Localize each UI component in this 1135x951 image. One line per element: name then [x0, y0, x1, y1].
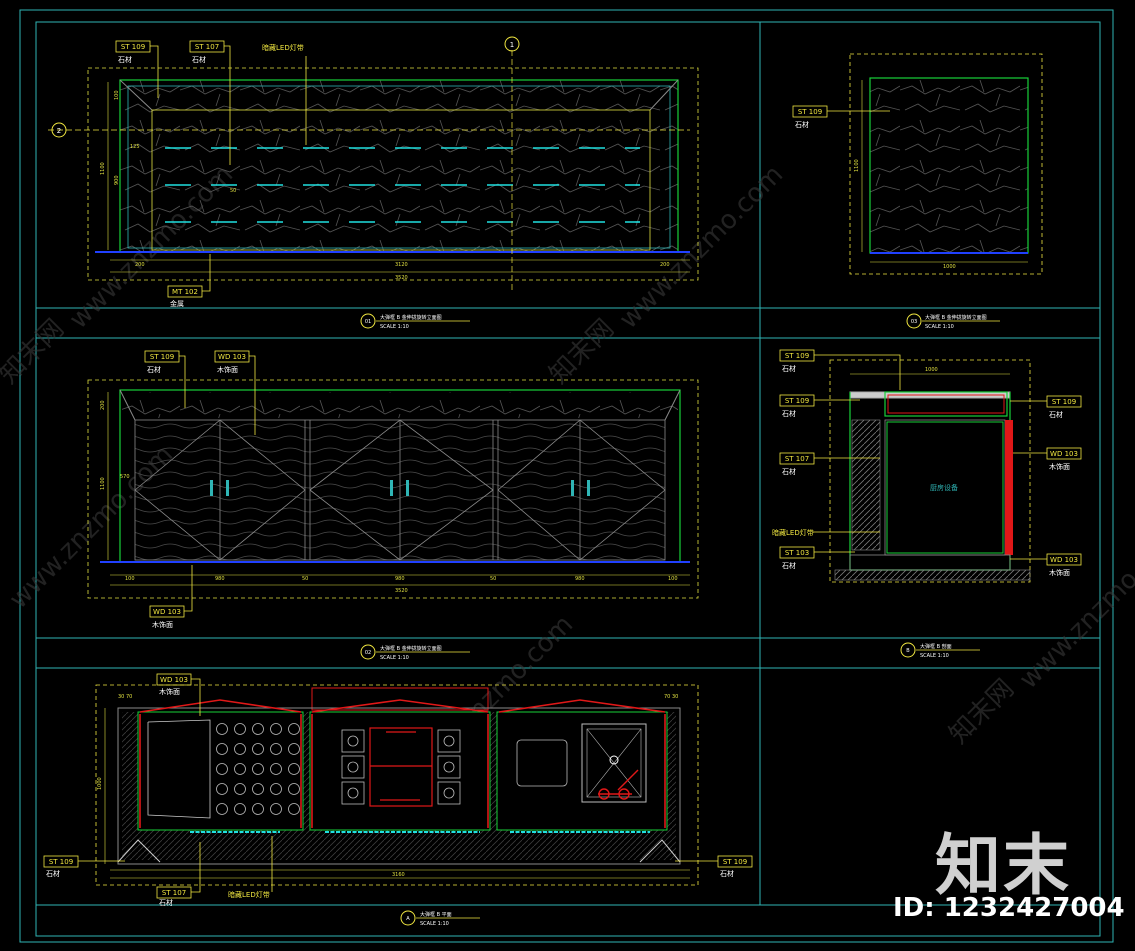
- dim-text: 1000: [943, 264, 956, 270]
- drawing-number: 02: [365, 650, 371, 656]
- dim-text: 1000: [97, 777, 103, 790]
- image-id-label: ID: 1232427004: [893, 893, 1125, 923]
- material-tag: WD 103: [218, 353, 246, 361]
- material-label: 石材: [795, 120, 809, 129]
- material-tag: ST 107: [785, 455, 809, 463]
- material-tag: ST 109: [121, 43, 145, 51]
- dim-text: 980: [575, 576, 585, 582]
- material-label: 木饰面: [1049, 462, 1070, 471]
- drawing-scale: SCALE 1:10: [380, 324, 409, 330]
- dim-text: 900: [114, 175, 120, 185]
- material-tag: ST 109: [785, 397, 809, 405]
- material-label: 石材: [46, 869, 60, 878]
- material-tag: WD 103: [153, 608, 181, 616]
- material-tag: MT 102: [172, 288, 198, 296]
- dim-text: 980: [395, 576, 405, 582]
- elevation-03: 1100 1000 ST 109 石材 03 大弹框 B 金伸拢旋转立面图 SC…: [792, 53, 1043, 330]
- drawing-number: 01: [365, 319, 371, 325]
- watermark-cn: 知末网: [0, 314, 70, 390]
- material-label: 石材: [192, 55, 206, 64]
- dim-text: 1100: [100, 162, 106, 175]
- watermark-url: www.znzmo.com: [1014, 520, 1135, 695]
- dim-text: 1100: [854, 159, 860, 172]
- drawing-number: B: [906, 648, 910, 654]
- drawing-scale: SCALE 1:10: [920, 653, 949, 659]
- drawing-title: 大弹框 B 平面: [420, 911, 452, 918]
- material-tag: ST 109: [49, 858, 73, 866]
- material-label: 金属: [170, 299, 184, 308]
- dim-text: 980: [215, 576, 225, 582]
- section-marker-left: 2: [57, 127, 61, 135]
- dim-text: 200: [660, 262, 670, 268]
- drawing-title: 大弹框 B 金伸拢旋转立面图: [380, 314, 442, 321]
- material-tag: ST 109: [785, 352, 809, 360]
- material-tag: WD 103: [160, 676, 188, 684]
- material-label: 木饰面: [159, 687, 180, 696]
- material-label: 石材: [782, 561, 796, 570]
- section-b: 厨房设备 1000 ST 109 石材 ST 109 石材 ST 107 石材 …: [772, 349, 1082, 659]
- plan-a: 3160 1000 30 70 70 30 WD 103 木饰面 ST 109 …: [43, 673, 753, 927]
- material-label: 石材: [782, 467, 796, 476]
- material-label: 石材: [782, 409, 796, 418]
- material-tag: WD 103: [1050, 556, 1078, 564]
- dim-text: 1100: [100, 477, 106, 490]
- dim-text: 50: [302, 576, 308, 582]
- dim-text: 570: [120, 474, 130, 480]
- dim-text: 3120: [395, 262, 408, 268]
- material-label: 石材: [720, 869, 734, 878]
- material-label: 石材: [159, 898, 173, 907]
- watermark-cn: 知末网: [944, 674, 1020, 750]
- dim-text: 3520: [395, 588, 408, 594]
- sheet-frame: [19, 9, 1114, 943]
- material-label: 石材: [782, 364, 796, 373]
- material-label: 石材: [1049, 410, 1063, 419]
- drawing-title: 大弹框 B 金伸拢旋转立面图: [380, 645, 442, 652]
- material-label: 木饰面: [152, 620, 173, 629]
- dim-text: 50: [230, 188, 236, 194]
- material-tag: ST 109: [150, 353, 174, 361]
- dim-text: 200: [100, 400, 106, 410]
- material-tag: ST 109: [723, 858, 747, 866]
- led-label: 暗藏LED灯带: [262, 43, 304, 52]
- dim-text: 3160: [392, 872, 405, 878]
- material-tag: ST 109: [798, 108, 822, 116]
- section-marker-top: 1: [510, 41, 514, 49]
- material-label: 木饰面: [1049, 568, 1070, 577]
- dim-text: 100: [114, 90, 120, 100]
- dim-text: 100: [668, 576, 678, 582]
- dim-text: 125: [130, 144, 140, 150]
- dim-text: 1000: [925, 367, 938, 373]
- drawing-scale: SCALE 1:10: [420, 921, 449, 927]
- material-label: 石材: [147, 365, 161, 374]
- material-tag: WD 103: [1050, 450, 1078, 458]
- material-tag: ST 107: [195, 43, 219, 51]
- led-label: 暗藏LED灯带: [228, 890, 270, 899]
- dim-text: 3520: [395, 275, 408, 281]
- dim-text: 200: [135, 262, 145, 268]
- elevation-01: 1 2 200 3120 3520 200 1100 900 100 125 5…: [48, 36, 699, 330]
- led-label: 暗藏LED灯带: [772, 528, 814, 537]
- material-tag: ST 107: [162, 889, 186, 897]
- drawing-scale: SCALE 1:10: [925, 324, 954, 330]
- material-tag: ST 109: [1052, 398, 1076, 406]
- drawing-number: A: [406, 916, 410, 922]
- material-label: 木饰面: [217, 365, 238, 374]
- dim-text: 50: [490, 576, 496, 582]
- brand-logo-text: 知末: [935, 827, 1071, 904]
- elevation-02: 100 980 50 980 50 980 100 3520 1100 200 …: [87, 350, 699, 661]
- material-tag: ST 103: [785, 549, 809, 557]
- dim-text: 30 70: [118, 694, 132, 700]
- drawing-title: 大弹框 B 金伸拢旋转立面图: [925, 314, 987, 321]
- drawing-scale: SCALE 1:10: [380, 655, 409, 661]
- dim-text: 100: [125, 576, 135, 582]
- watermark-cn: 知末网: [544, 314, 620, 390]
- dim-text: 70 30: [664, 694, 678, 700]
- material-label: 石材: [118, 55, 132, 64]
- drawing-number: 03: [911, 319, 917, 325]
- drawing-title: 大弹框 B 剖面: [920, 643, 952, 650]
- equipment-label: 厨房设备: [930, 483, 958, 492]
